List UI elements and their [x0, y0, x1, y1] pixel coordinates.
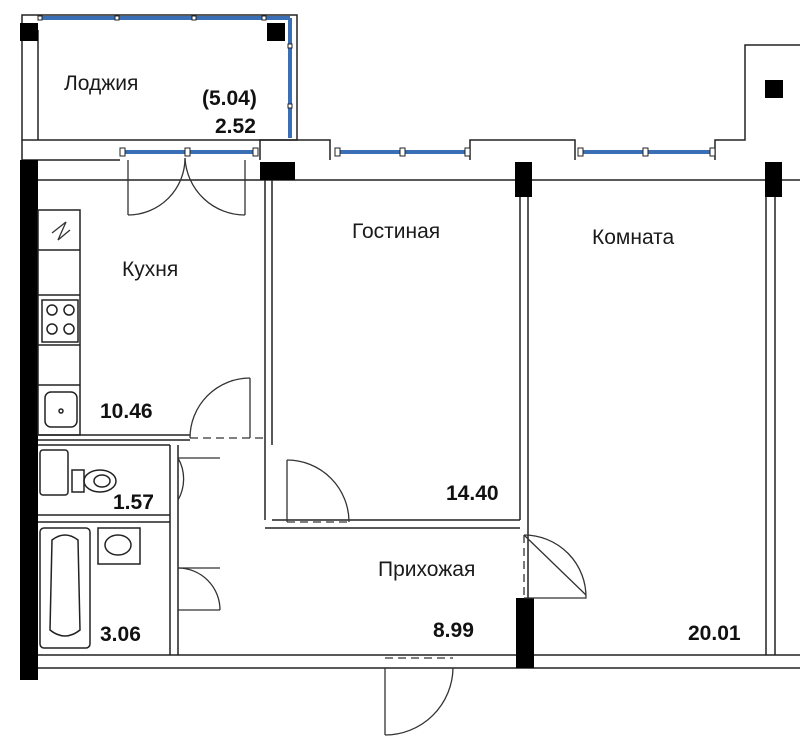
- kitchen: [37, 209, 265, 441]
- wc: [39, 449, 220, 501]
- balcony-door: [127, 157, 246, 216]
- partitions: [38, 180, 529, 655]
- sink-icon: [44, 391, 78, 428]
- facade-top: [21, 44, 800, 197]
- room-area-hall: 8.99: [433, 619, 474, 642]
- room-door: [523, 534, 587, 599]
- room-area-kitchen: 10.46: [100, 400, 153, 423]
- bathtub-icon: [39, 527, 91, 649]
- room-area-room: 20.01: [688, 622, 741, 645]
- fridge-icon: [51, 221, 71, 241]
- room-area-living: 14.40: [446, 482, 499, 505]
- room-name-hall: Прихожая: [378, 558, 475, 581]
- washbasin-wc-icon: [39, 449, 69, 496]
- room-area-bath: 3.06: [100, 623, 141, 646]
- room-name-loggia: Лоджия: [64, 72, 138, 95]
- stove-icon: [41, 299, 79, 343]
- loggia: [20, 14, 298, 141]
- room-name-room: Комната: [592, 226, 675, 249]
- room-area-wc: 1.57: [113, 491, 154, 514]
- washbasin-icon: [97, 527, 141, 565]
- room-name-kitchen: Кухня: [122, 258, 178, 281]
- toilet-icon: [71, 469, 117, 493]
- room-area-loggia: 2.52: [215, 115, 256, 138]
- living-door: [286, 459, 350, 523]
- room-area-loggia-gross: (5.04): [202, 87, 257, 110]
- entrance-door: [384, 657, 454, 736]
- room-name-living: Гостиная: [352, 220, 440, 243]
- bathroom: [39, 527, 221, 649]
- outer-walls: [20, 160, 800, 680]
